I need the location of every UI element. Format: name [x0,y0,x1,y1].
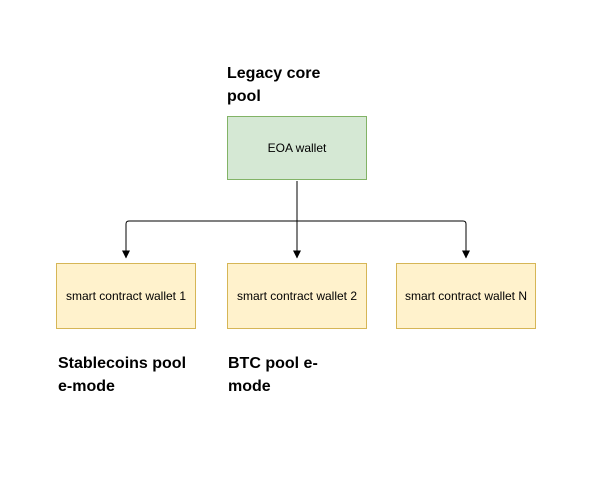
heading-line: pool [227,88,261,105]
node-label: smart contract wallet N [404,289,528,303]
caption-line: e-mode [58,378,115,395]
connector-root-to-child-3 [297,220,470,259]
caption-line: mode [228,378,271,395]
node-smart-contract-wallet-n: smart contract wallet N [396,263,536,329]
node-eoa-wallet: EOA wallet [227,116,367,180]
caption-line: BTC pool e- [228,355,318,372]
heading-legacy-core-pool: Legacy core pool [227,62,320,108]
node-smart-contract-wallet-1: smart contract wallet 1 [56,263,196,329]
node-smart-contract-wallet-2: smart contract wallet 2 [227,263,367,329]
node-label: smart contract wallet 2 [236,289,358,303]
heading-line: Legacy core [227,65,321,82]
caption-stablecoins-pool-e-mode: Stablecoins pool e-mode [58,352,186,398]
node-label: EOA wallet [267,141,327,155]
caption-line: Stablecoins pool [58,355,187,372]
node-label: smart contract wallet 1 [65,289,187,303]
caption-btc-pool-e-mode: BTC pool e- mode [228,352,318,398]
connector-root-to-child-1 [122,220,297,259]
